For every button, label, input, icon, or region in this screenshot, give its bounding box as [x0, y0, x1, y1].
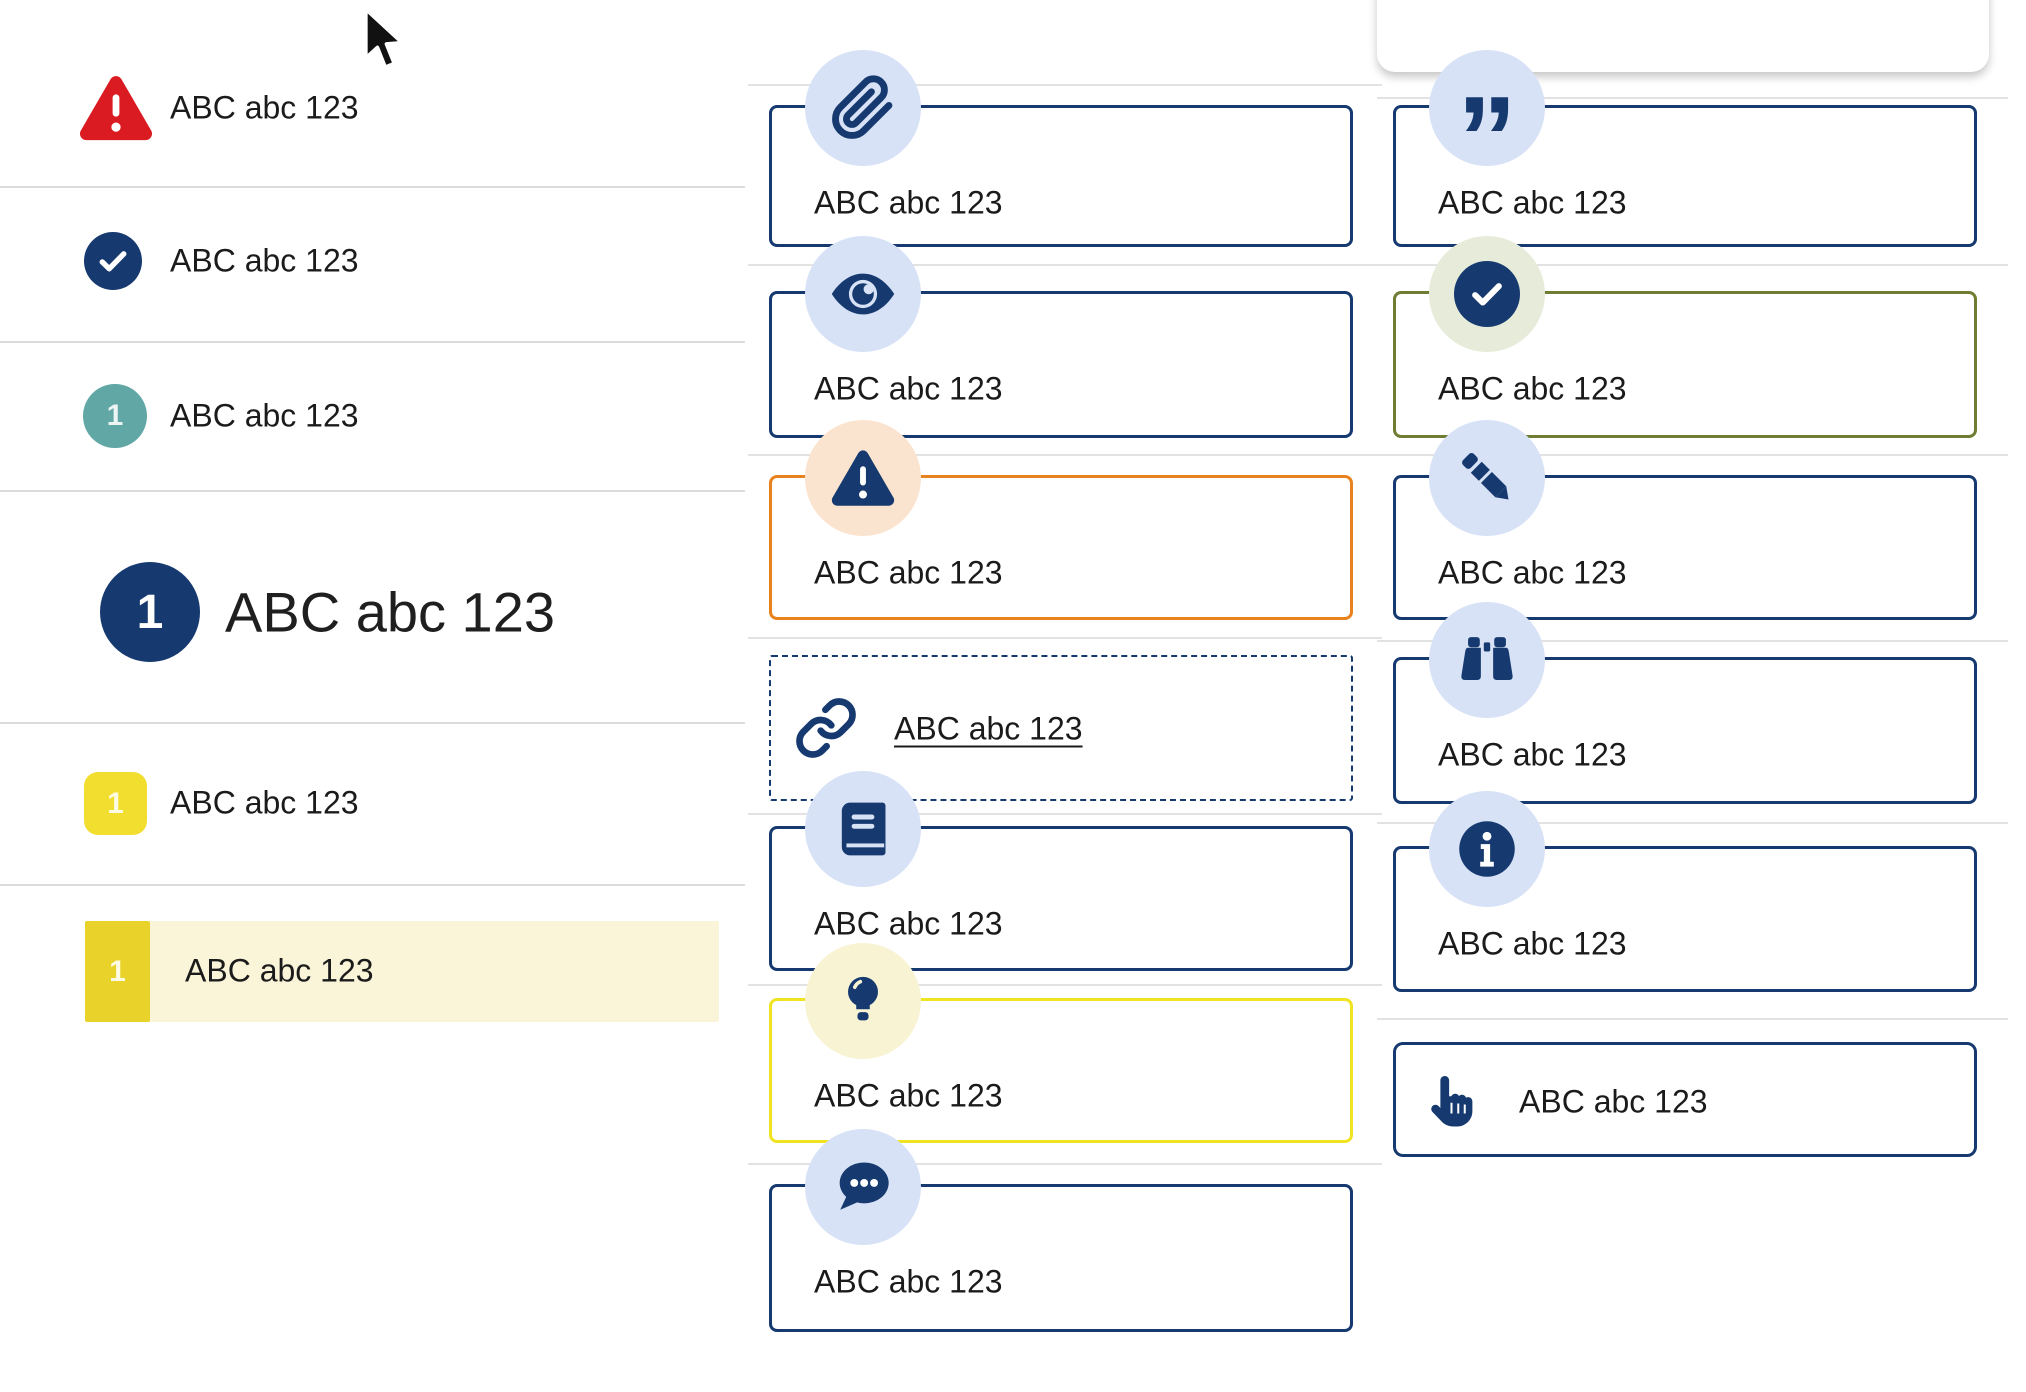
divider: [0, 884, 745, 886]
row-highlight: [85, 921, 719, 1022]
divider: [748, 813, 1382, 815]
info-icon: [1429, 791, 1545, 907]
callout-label: ABC abc 123: [814, 1077, 1003, 1114]
divider: [0, 722, 745, 724]
list-item-label: ABC abc 123: [170, 397, 359, 434]
divider: [1377, 454, 2008, 456]
callout-label: ABC abc 123: [1438, 736, 1627, 773]
check-circle-icon: [84, 232, 142, 290]
divider: [0, 341, 745, 343]
divider: [1377, 822, 2008, 824]
divider: [0, 490, 745, 492]
binoculars-icon: [1429, 602, 1545, 718]
book-icon: [805, 771, 921, 887]
divider: [748, 1163, 1382, 1165]
callout-label: ABC abc 123: [814, 905, 1003, 942]
divider: [1377, 640, 2008, 642]
callout-label: ABC abc 123: [814, 554, 1003, 591]
callout-label: ABC abc 123: [1438, 184, 1627, 221]
list-item-label: ABC abc 123: [185, 952, 374, 989]
quote-icon: ”: [1429, 50, 1545, 199]
callout-label: ABC abc 123: [1438, 370, 1627, 407]
list-item-label: ABC abc 123: [225, 580, 555, 644]
list-item-label: ABC abc 123: [170, 89, 359, 126]
divider: [1377, 1018, 2008, 1020]
callout-link-text[interactable]: ABC abc 123: [894, 710, 1083, 747]
pencil-icon: [1429, 420, 1545, 536]
callout-label: ABC abc 123: [814, 1263, 1003, 1300]
lightbulb-icon: [805, 943, 921, 1059]
divider: [0, 186, 745, 188]
paperclip-icon: [805, 50, 921, 166]
callout-warning: ABC abc 123: [769, 475, 1353, 620]
eye-icon: [805, 236, 921, 352]
callout-action[interactable]: ABC abc 123: [1393, 1042, 1977, 1157]
navy-number-badge-large: 1: [100, 562, 200, 662]
callout-info: ABC abc 123: [1393, 846, 1977, 992]
callout-success: ABC abc 123: [1393, 291, 1977, 438]
callout-label: ABC abc 123: [814, 184, 1003, 221]
mouse-cursor-icon: [363, 7, 405, 70]
yellow-number-badge: 1: [85, 921, 150, 1022]
warning-triangle-icon: [805, 420, 921, 536]
divider: [1377, 97, 2008, 99]
callout-label: ABC abc 123: [1438, 554, 1627, 591]
check-circle-icon: [1429, 236, 1545, 352]
chat-bubble-icon: [805, 1129, 921, 1245]
divider: [748, 984, 1382, 986]
divider: [748, 84, 1382, 86]
callout-label: ABC abc 123: [1519, 1083, 1708, 1120]
link-icon: [796, 698, 856, 758]
divider: [748, 637, 1382, 639]
list-item-label: ABC abc 123: [170, 784, 359, 821]
callout-label: ABC abc 123: [1438, 925, 1627, 962]
divider: [748, 264, 1382, 266]
list-item-label: ABC abc 123: [170, 242, 359, 279]
hand-pointer-icon: [1431, 1076, 1473, 1127]
teal-number-badge: 1: [83, 384, 147, 448]
divider: [748, 454, 1382, 456]
callout-label: ABC abc 123: [814, 370, 1003, 407]
divider: [1377, 264, 2008, 266]
alert-triangle-icon: [79, 76, 153, 141]
yellow-number-badge: 1: [84, 772, 147, 835]
